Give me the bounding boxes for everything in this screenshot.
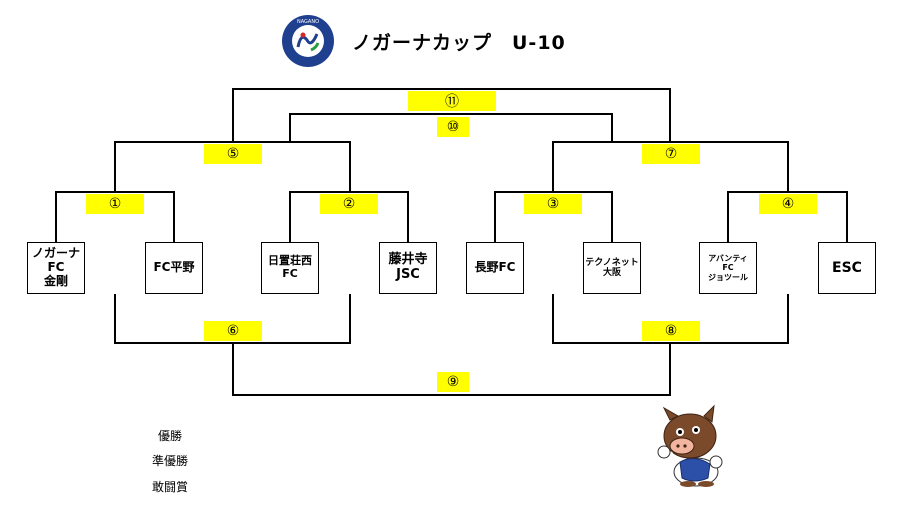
team-name-line: FC: [282, 267, 298, 280]
match-label: ②: [320, 194, 378, 214]
team-name-line: ESC: [832, 259, 862, 276]
match-label: ⑤: [204, 144, 262, 164]
match-label: ①: [86, 194, 144, 214]
team-box: ESC: [818, 242, 876, 294]
fighting-spirit-label: 敢闘賞: [151, 480, 188, 494]
team-name-line: ノガーナ: [31, 246, 80, 261]
boar-mascot-illustration: [657, 404, 723, 487]
team-name-line: FC平野: [153, 260, 195, 275]
team-name-line: 藤井寺: [388, 252, 428, 268]
match-label: ③: [524, 194, 582, 214]
team-box: 長野FC: [466, 242, 524, 294]
match-label: ⑦: [642, 144, 700, 164]
champion-label: 優勝: [157, 429, 182, 443]
team-name-line: テクノネット: [585, 257, 639, 268]
match-label: ⑥: [204, 321, 262, 341]
runner-up-label: 準優勝: [151, 454, 188, 468]
team-name-line: ジョツール: [708, 272, 748, 282]
team-name-line: アバンティ: [708, 254, 748, 264]
team-name-line: FC: [47, 260, 65, 275]
team-name-line: FC: [722, 263, 734, 273]
logo-text-top: NAGANO: [297, 19, 319, 25]
team-box: テクノネット大阪: [583, 242, 641, 294]
team-name-line: 長野FC: [474, 260, 516, 275]
team-name-line: 金剛: [43, 273, 68, 288]
team-name-line: 大阪: [602, 268, 621, 278]
match-label: ④: [759, 194, 817, 214]
team-name-line: 日置荘西: [268, 254, 312, 268]
team-box: FC平野: [145, 242, 203, 294]
match-label: ⑧: [642, 321, 700, 341]
team-name-line: JSC: [396, 267, 420, 282]
page-title: ノガーナカップ U-10: [352, 32, 566, 54]
match-label: ⑩: [437, 117, 469, 137]
match-label: ⑨: [437, 372, 469, 392]
club-logo: NAGANO: [282, 15, 334, 67]
match-label: ⑪: [408, 91, 496, 111]
